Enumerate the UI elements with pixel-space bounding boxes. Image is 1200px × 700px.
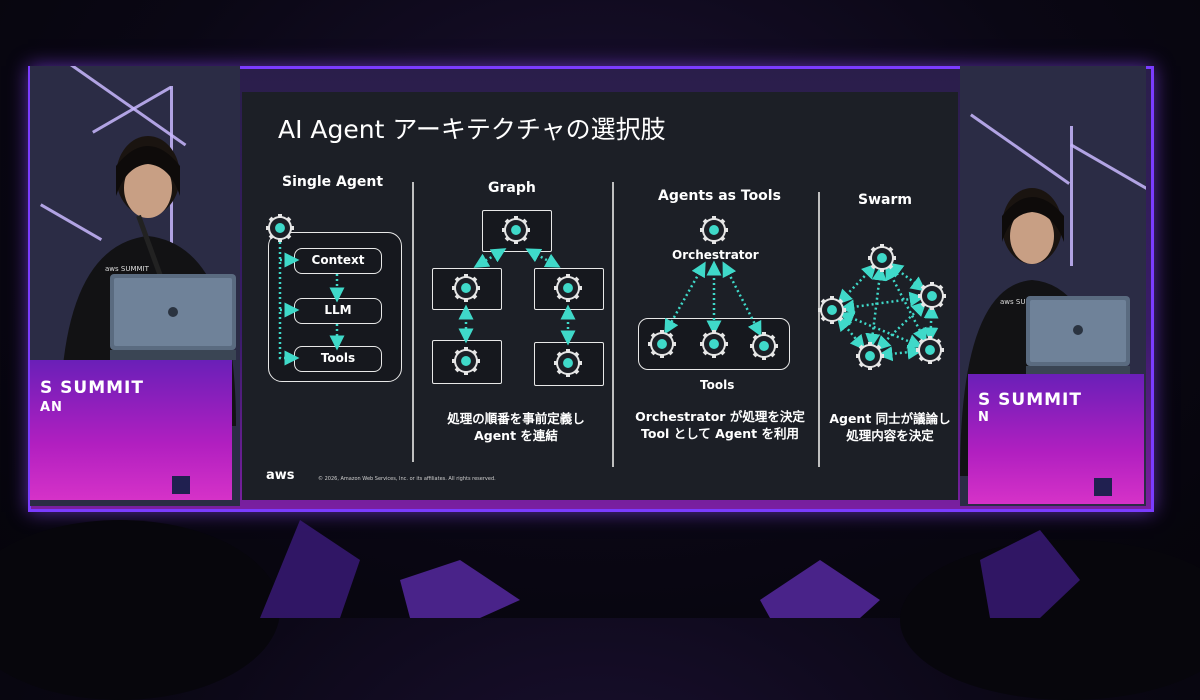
llm-label: LLM: [324, 303, 352, 317]
presentation-slide: AI Agent アーキテクチャの選択肢 Single Agent Graph …: [242, 92, 958, 500]
left-summit-banner: [30, 360, 232, 500]
tools-group-label: Tools: [700, 378, 735, 392]
column-title-graph: Graph: [488, 180, 536, 196]
column-title-swarm: Swarm: [858, 192, 912, 208]
graph-edge-arrow: [525, 248, 561, 268]
tool-agent-icon: [700, 330, 728, 358]
apple-logo-icon-right: [1073, 325, 1083, 335]
laptop-left: [110, 274, 236, 360]
tool-agent-icon: [750, 332, 778, 360]
stage-decor: [260, 520, 1080, 618]
swarm-edge-arrow: [885, 264, 927, 344]
graph-agent-icon: [452, 274, 480, 302]
swarm-caption-line-1: Agent 同士が議論し: [829, 411, 951, 426]
orchestrator-label: Orchestrator: [672, 248, 759, 262]
agent-loop-arrow: [278, 242, 300, 366]
slide-title: AI Agent アーキテクチャの選択肢: [278, 115, 666, 144]
swarm-edge-arrow: [836, 315, 866, 351]
tools-label: Tools: [320, 351, 356, 365]
right-summit-banner: [968, 374, 1144, 504]
graph-caption: 処理の順番を事前定義し Agent を連結: [418, 410, 614, 444]
column-title-agents-as-tools: Agents as Tools: [658, 188, 781, 204]
laptop-right: [1026, 296, 1130, 376]
swarm-edge-arrow: [877, 344, 923, 362]
graph-edge-arrow: [473, 248, 507, 268]
divider: [612, 182, 614, 467]
column-title-single-agent: Single Agent: [282, 174, 384, 190]
swarm-edge-arrow: [923, 303, 939, 343]
agents-as-tools-caption-line-1: Orchestrator が処理を決定: [635, 409, 805, 424]
banner-square: [172, 476, 190, 494]
orchestrator-edge-arrow: [664, 261, 706, 335]
right-banner-sub: N: [978, 410, 990, 425]
swarm-agent-icon: [856, 342, 884, 370]
shirt-logo: aws SUMMIT: [105, 265, 150, 273]
swarm-edge-arrow: [839, 291, 925, 315]
swarm-edge-arrow: [887, 262, 927, 292]
architecture-diagrams: [266, 214, 946, 377]
swarm-agent-icon: [868, 244, 896, 272]
context-label: Context: [311, 253, 365, 267]
divider: [818, 192, 820, 467]
single-agent-icon: [266, 214, 294, 242]
aws-logo: aws: [266, 468, 295, 483]
swarm-edge-arrow: [837, 263, 877, 305]
orchestrator-edge-arrow: [722, 261, 762, 337]
divider: [412, 182, 414, 462]
left-banner-text: S SUMMIT: [40, 378, 144, 398]
left-banner-sub: AN: [40, 400, 63, 415]
agents-as-tools-caption-line-2: Tool として Agent を利用: [641, 426, 799, 441]
graph-agent-icon: [452, 347, 480, 375]
graph-caption-line-1: 処理の順番を事前定義し: [447, 411, 585, 426]
swarm-agent-icon: [916, 336, 944, 364]
swarm-agent-icon: [918, 282, 946, 310]
tool-agent-icon: [648, 330, 676, 358]
graph-caption-line-2: Agent を連結: [474, 428, 558, 443]
graph-agent-icon: [554, 349, 582, 377]
context-box: [294, 248, 382, 274]
orchestrator-icon: [700, 216, 728, 244]
copyright-text: © 2026, Amazon Web Services, Inc. or its…: [318, 476, 496, 482]
swarm-caption: Agent 同士が議論し 処理内容を決定: [820, 410, 960, 444]
agents-as-tools-caption: Orchestrator が処理を決定 Tool として Agent を利用: [622, 408, 818, 442]
banner-square-right: [1094, 478, 1112, 496]
swarm-agent-icon: [818, 296, 846, 324]
apple-logo-icon: [168, 307, 178, 317]
graph-agent-icon: [554, 274, 582, 302]
right-banner-text: S SUMMIT: [978, 390, 1082, 410]
shirt-logo-right: aws SUMMIT: [1000, 298, 1045, 306]
graph-agent-icon: [502, 216, 530, 244]
swarm-edge-arrow: [875, 301, 927, 351]
swarm-edge-arrow: [865, 265, 887, 349]
swarm-caption-line-2: 処理内容を決定: [846, 428, 934, 443]
